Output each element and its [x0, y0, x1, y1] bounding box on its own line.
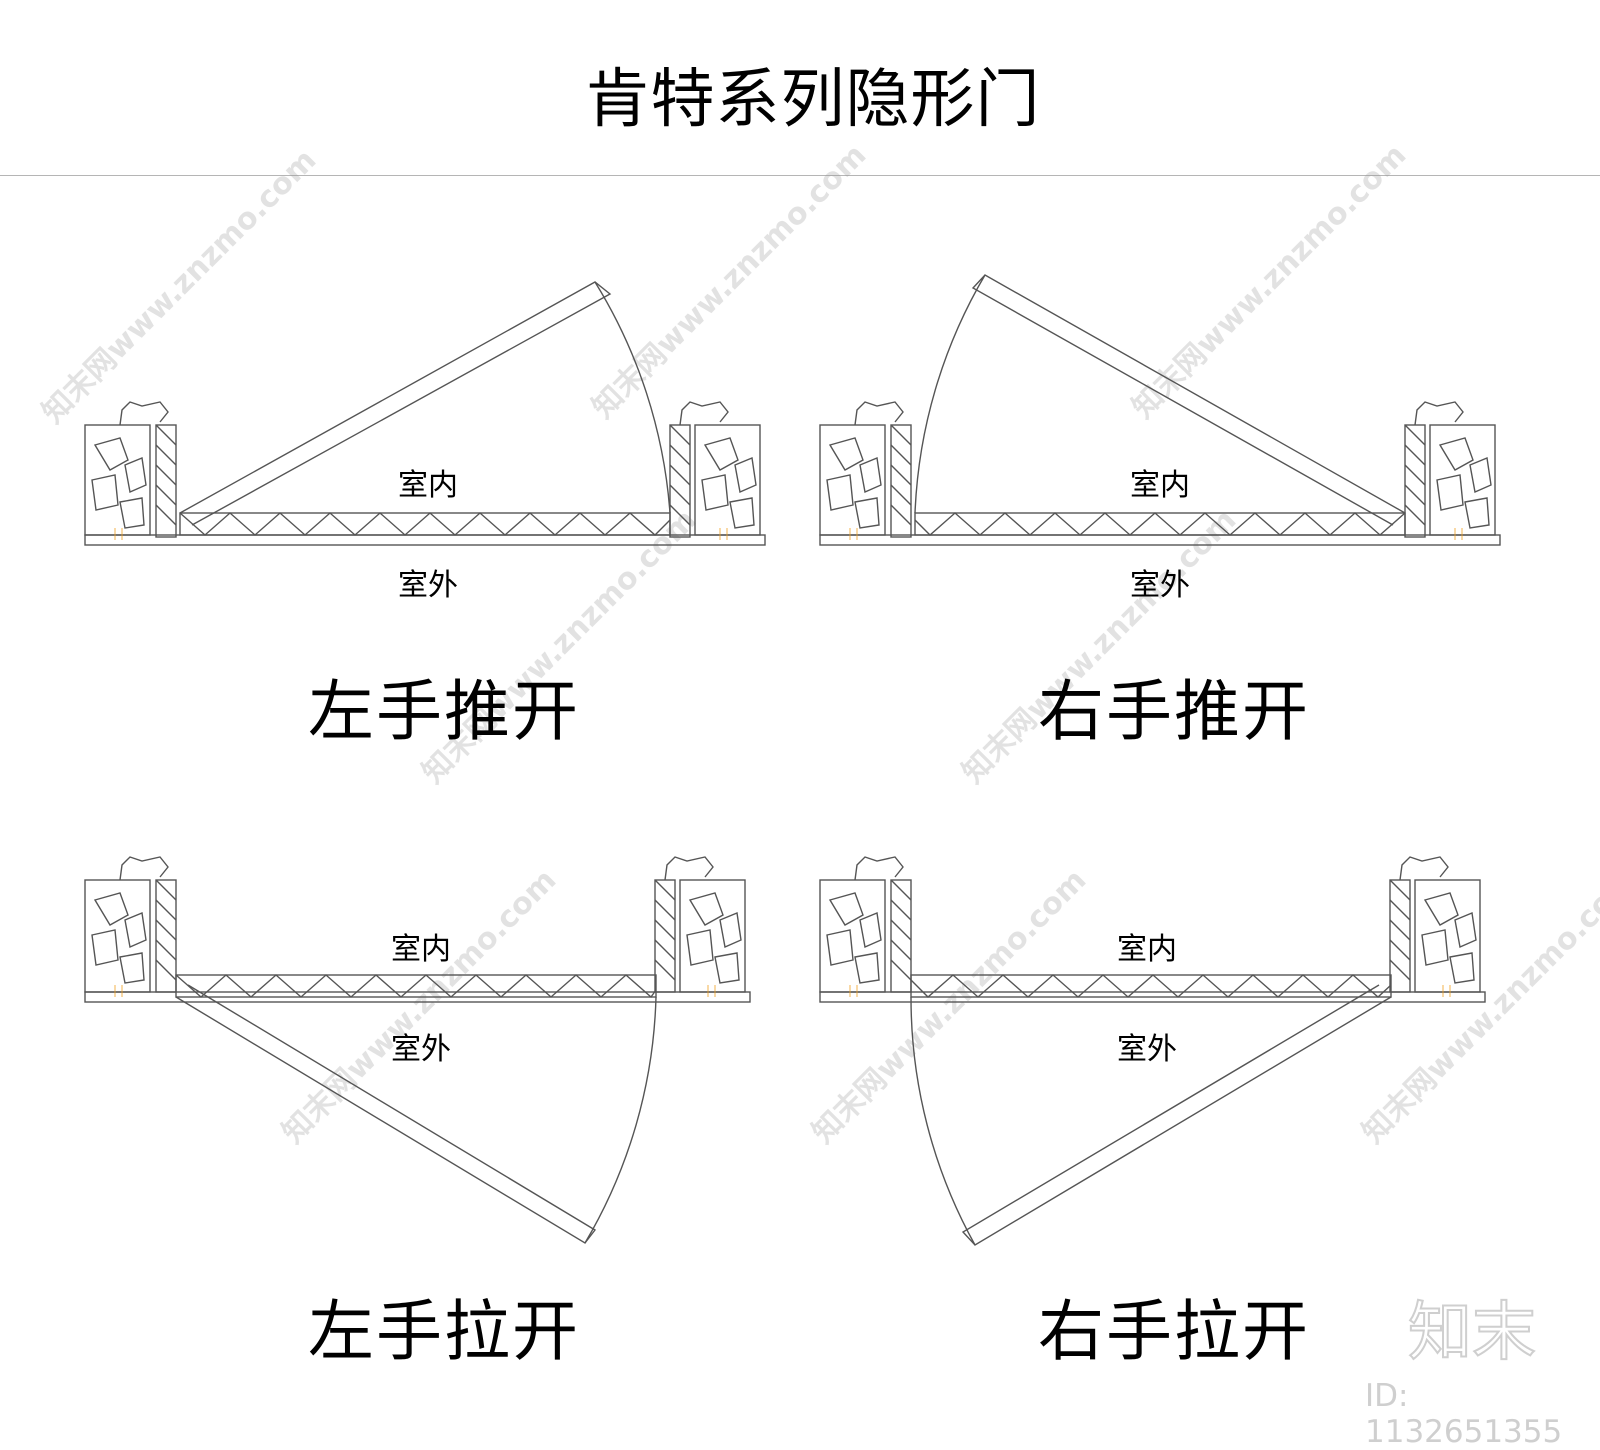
panel-left-pull: 室内 室外 左手拉开 — [80, 840, 860, 1400]
panel-caption: 左手推开 — [308, 673, 580, 750]
panel-right-pull: 室内 室外 右手拉开 — [815, 840, 1595, 1400]
outdoor-label: 室外 — [1130, 568, 1190, 603]
outdoor-label: 室外 — [1117, 1032, 1177, 1067]
title-divider — [0, 175, 1600, 176]
panel-caption: 右手拉开 — [1038, 1293, 1310, 1370]
panel-caption: 左手拉开 — [308, 1293, 580, 1370]
indoor-label: 室内 — [1117, 932, 1177, 967]
brand-logo: 知末 — [1408, 1295, 1537, 1371]
indoor-label: 室内 — [391, 932, 451, 967]
door-plan-drawing — [84, 856, 751, 1244]
panel-caption: 右手推开 — [1038, 673, 1310, 750]
brand-id: ID: 1132651355 — [1365, 1378, 1563, 1450]
outdoor-label: 室外 — [398, 568, 458, 603]
page-title: 肯特系列隐形门 — [585, 63, 1041, 137]
svg-text:知末: 知末 — [1408, 1296, 1536, 1370]
door-plan-drawing — [84, 281, 766, 546]
outdoor-label: 室外 — [391, 1032, 451, 1067]
door-plan-drawing — [819, 856, 1486, 1246]
panel-right-push: 室内 室外 右手推开 — [815, 270, 1595, 830]
indoor-label: 室内 — [398, 468, 458, 503]
door-plan-drawing — [819, 274, 1501, 546]
panel-left-push: 室内 室外 左手推开 — [80, 270, 860, 830]
indoor-label: 室内 — [1130, 468, 1190, 503]
